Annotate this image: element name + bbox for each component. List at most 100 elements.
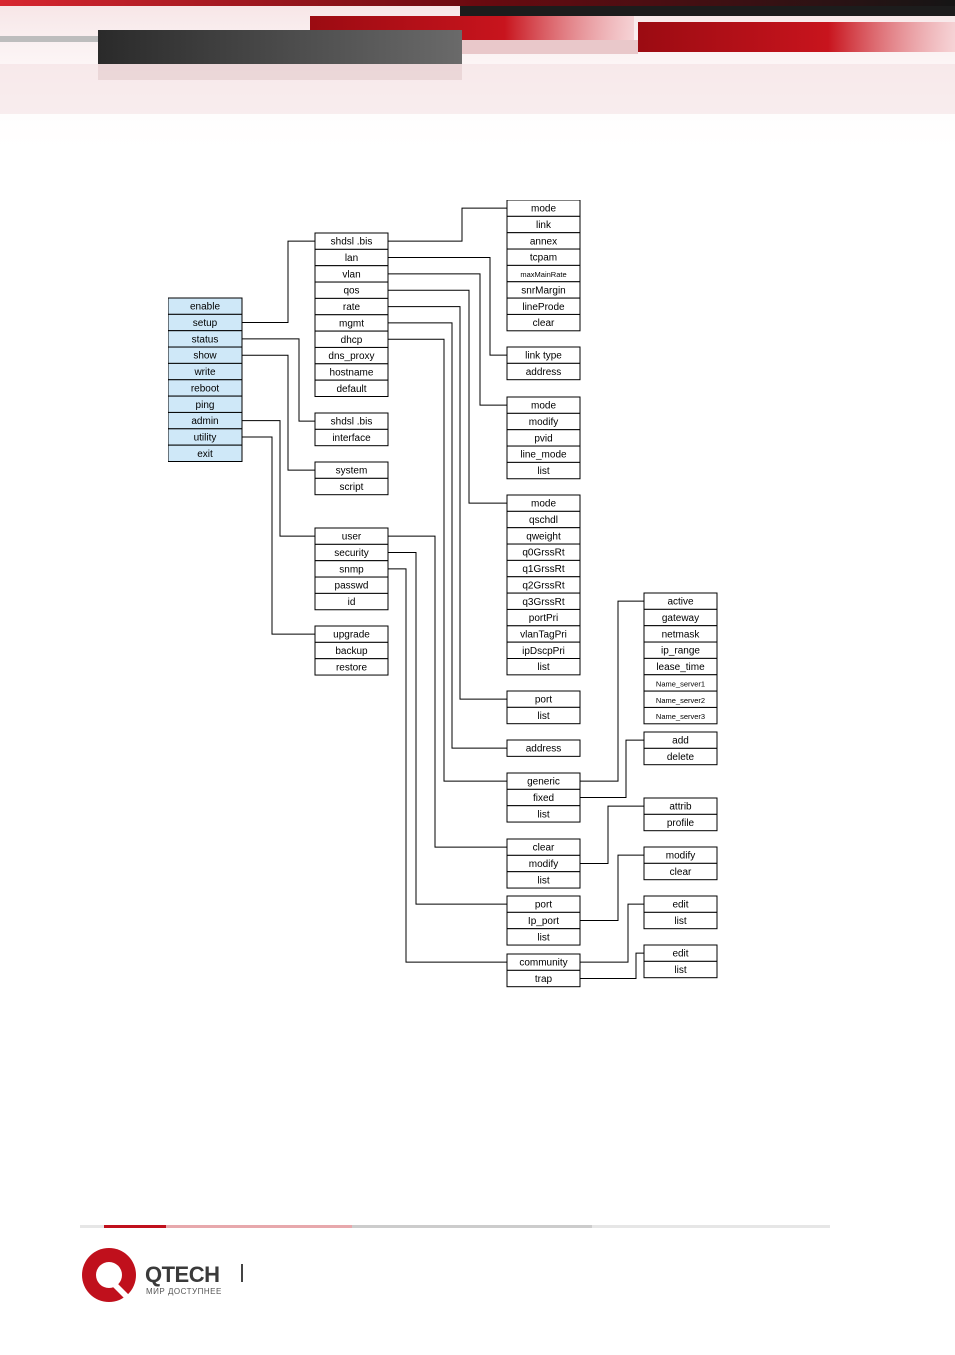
header-banner xyxy=(0,0,955,160)
menu-node-label-utility: utility xyxy=(194,432,217,443)
menu-node-label-g-ns1: Name_server1 xyxy=(656,679,705,688)
footer-rule xyxy=(80,1225,830,1228)
connector-s-vlan-to-vlan-group xyxy=(388,273,507,406)
menu-node-label-write: write xyxy=(193,367,216,378)
connector-a-user-to-user-group xyxy=(388,535,507,848)
menu-node-label-g-iprange: ip_range xyxy=(661,646,700,657)
connector-utility-to-utility-group xyxy=(242,436,315,635)
menu-node-label-s-lan: lan xyxy=(345,253,358,264)
menu-node-label-s-dhcp: dhcp xyxy=(341,335,363,346)
menu-node-label-sn-trap: trap xyxy=(535,974,553,985)
menu-node-box-mg-address xyxy=(506,739,581,757)
menu-node-label-um-attrib: attrib xyxy=(669,802,692,813)
menu-node-label-q-mode: mode xyxy=(531,499,556,510)
menu-node-label-s-vlan: vlan xyxy=(342,269,360,280)
connector-a-security-to-security-group xyxy=(388,552,507,905)
menu-node-label-q-list: list xyxy=(537,662,549,673)
menu-node-label-st-interface: interface xyxy=(332,433,371,444)
menu-node-label-a-security: security xyxy=(334,548,368,559)
menu-node-label-tr-list: list xyxy=(674,965,686,976)
menu-node-box-f-delete xyxy=(643,747,718,766)
menu-node-label-u-restore: restore xyxy=(336,662,368,673)
brand-separator xyxy=(241,1264,243,1282)
menu-node-box-g-ns3 xyxy=(643,706,718,725)
menu-node-label-m-clear: clear xyxy=(533,318,555,329)
menu-node-box-v-list xyxy=(506,461,581,480)
menu-node-label-s-shdsl: shdsl .bis xyxy=(331,237,373,248)
connector-d-generic-to-generic-group xyxy=(580,600,644,782)
connector-sn-community-to-community-group xyxy=(580,903,644,963)
menu-node-label-us-list: list xyxy=(537,875,549,886)
menu-node-label-g-active: active xyxy=(667,597,694,608)
menu-node-label-s-hostname: hostname xyxy=(330,367,374,378)
menu-node-label-sh-script: script xyxy=(340,482,364,493)
menu-node-label-s-default: default xyxy=(336,384,366,395)
menu-node-label-ip-modify: modify xyxy=(666,851,695,862)
menu-node-box-a-id xyxy=(314,592,389,611)
menu-node-label-tr-edit: edit xyxy=(672,949,688,960)
connector-s-dhcp-to-dhcp-group xyxy=(388,338,507,782)
menu-node-label-s-qos: qos xyxy=(343,286,359,297)
menu-node-label-m-annex: annex xyxy=(530,236,557,247)
menu-node-box-sn-trap xyxy=(506,969,581,988)
menu-node-box-u-restore xyxy=(314,658,389,676)
menu-node-label-q-q3: q3GrssRt xyxy=(522,597,564,608)
menu-node-box-us-list xyxy=(506,871,581,889)
menu-node-box-st-interface xyxy=(314,428,389,447)
menu-node-label-q-portpri: portPri xyxy=(529,613,558,624)
menu-node-box-m-clear xyxy=(506,313,581,332)
menu-node-label-v-linemode: line_mode xyxy=(520,450,567,461)
connector-a-snmp-to-snmp-group xyxy=(388,568,507,963)
menu-node-label-a-id: id xyxy=(348,597,356,608)
connector-admin-to-admin-group xyxy=(242,420,315,537)
connector-show-to-show-group xyxy=(242,354,315,471)
connector-sn-trap-to-trap-group xyxy=(580,952,644,980)
menu-node-label-q-ipdscp: ipDscpPri xyxy=(522,646,565,657)
menu-node-label-l-linktype: link type xyxy=(525,351,562,362)
menu-node-label-s-dns: dns_proxy xyxy=(328,351,374,362)
brand-tagline: МИР ДОСТУПНЕЕ xyxy=(146,1287,222,1296)
connector-status-to-status-group xyxy=(242,338,315,422)
menu-node-label-g-netmask: netmask xyxy=(662,629,701,640)
menu-node-label-a-passwd: passwd xyxy=(335,581,369,592)
connector-s-lan-to-lan-group xyxy=(388,257,507,356)
menu-node-label-sn-community: community xyxy=(519,958,567,969)
menu-node-label-d-fixed: fixed xyxy=(533,793,554,804)
connector-setup-to-setup-group xyxy=(242,240,315,324)
menu-node-label-r-port: port xyxy=(535,695,552,706)
menu-node-box-um-profile xyxy=(643,813,718,832)
menu-node-label-sh-system: system xyxy=(336,466,368,477)
menu-node-label-v-mode: mode xyxy=(531,401,556,412)
menu-node-label-us-clear: clear xyxy=(533,843,555,854)
connector-s-rate-to-rate-group xyxy=(388,306,507,700)
menu-node-label-a-user: user xyxy=(342,532,362,543)
menu-node-label-m-link: link xyxy=(536,220,552,231)
menu-node-box-co-list xyxy=(643,911,718,930)
menu-node-box-q-list xyxy=(506,658,581,676)
menu-node-label-admin: admin xyxy=(191,416,218,427)
menu-node-label-co-list: list xyxy=(674,916,686,927)
menu-node-label-se-ipport: Ip_port xyxy=(528,916,559,927)
menu-connectors xyxy=(242,207,644,980)
menu-node-label-v-modify: modify xyxy=(529,417,558,428)
menu-tree-canvas: enablesetupstatusshowwriterebootpingadmi… xyxy=(167,199,718,988)
brand-name: QTECH xyxy=(145,1262,220,1287)
menu-node-label-se-list: list xyxy=(537,932,549,943)
connector-s-qos-to-qos-group xyxy=(388,289,507,504)
menu-node-label-q-qschdl: qschdl xyxy=(529,515,558,526)
menu-node-box-exit xyxy=(167,444,243,462)
menu-node-box-sh-script xyxy=(314,477,389,496)
menu-node-box-r-list xyxy=(506,706,581,725)
connector-s-mgmt-to-mgmt-group xyxy=(388,322,507,749)
menu-node-label-ip-clear: clear xyxy=(670,867,692,878)
menu-node-box-tr-list xyxy=(643,960,718,979)
menu-node-label-q-q1: q1GrssRt xyxy=(522,564,564,575)
connector-d-fixed-to-fixed-group xyxy=(580,739,644,799)
menu-node-label-m-tcpam: tcpam xyxy=(530,253,557,264)
menu-node-label-s-mgmt: mgmt xyxy=(339,318,364,329)
menu-node-label-um-profile: profile xyxy=(667,818,695,829)
header-decoration xyxy=(0,0,955,160)
menu-node-label-g-ns3: Name_server3 xyxy=(656,712,705,721)
menu-node-label-q-q2: q2GrssRt xyxy=(522,580,564,591)
